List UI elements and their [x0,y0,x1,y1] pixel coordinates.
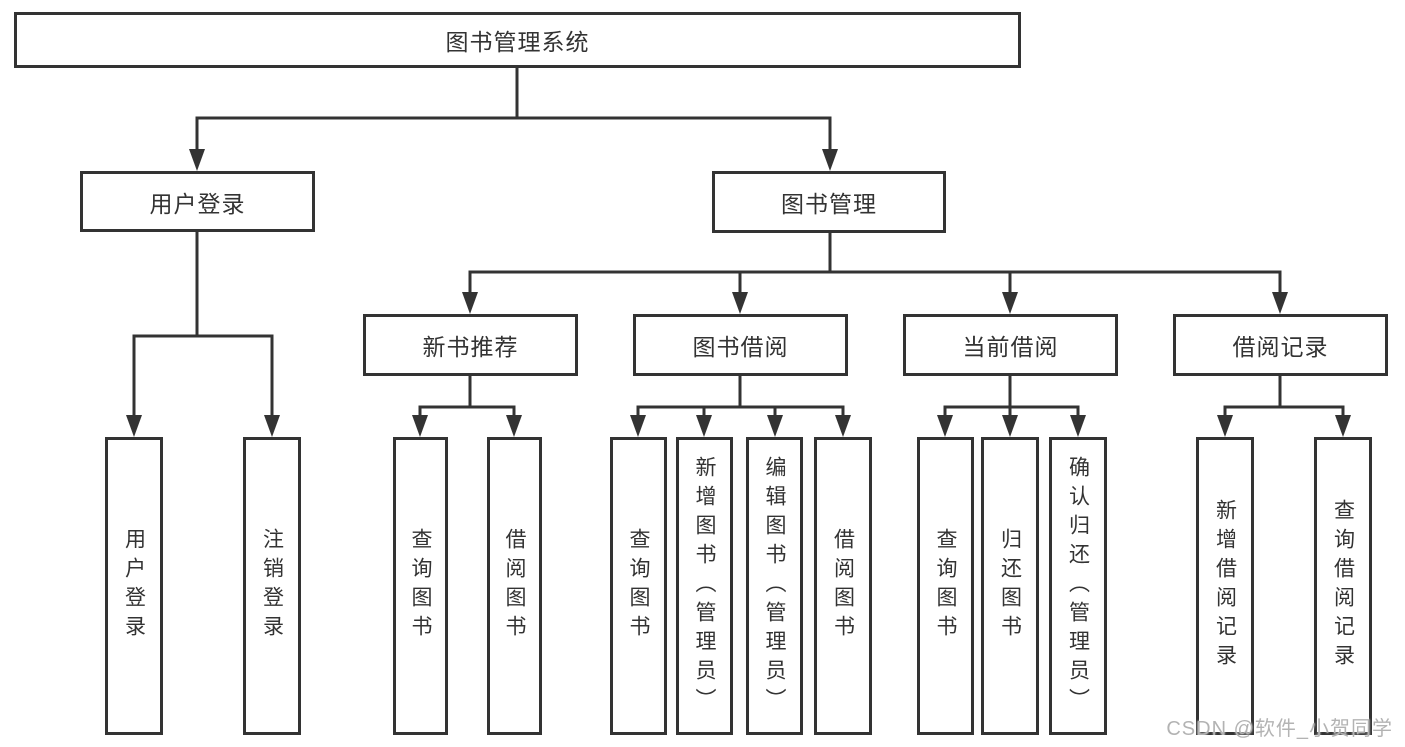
node-user-login: 用户登录 [80,171,315,232]
node-label: 用户登录 [149,190,246,217]
node-current-borrowing: 当前借阅 [903,314,1118,376]
node-label: 图书管理 [781,191,877,217]
leaf-cb-confirm-return-admin: 确认归还（管理员） [1049,437,1107,735]
node-label: 确认归还（管理员） [1066,455,1090,717]
leaf-nb-query-books: 查询图书 [393,437,448,735]
node-label: 查询图书 [627,528,650,644]
leaf-cb-query-books: 查询图书 [917,437,974,735]
leaf-user-login: 用户登录 [105,437,163,735]
node-borrowing-records: 借阅记录 [1173,314,1388,376]
node-root: 图书管理系统 [14,12,1021,68]
leaf-logout: 注销登录 [243,437,301,735]
node-label: 注销登录 [260,528,284,644]
node-book-management: 图书管理 [712,171,946,233]
leaf-nb-borrow-books: 借阅图书 [487,437,542,735]
node-label: 借阅图书 [503,528,526,644]
node-label: 借阅图书 [831,528,855,644]
node-label: 新增图书（管理员） [693,455,716,717]
node-label: 新书推荐 [422,334,519,360]
node-label: 图书管理系统 [445,29,590,55]
node-label: 编辑图书（管理员） [763,455,786,717]
node-label: 查询图书 [409,528,432,644]
node-new-book-recommend: 新书推荐 [363,314,578,376]
node-label: 当前借阅 [962,334,1059,360]
leaf-br-query-record: 查询借阅记录 [1314,437,1372,735]
leaf-bb-borrow-books: 借阅图书 [814,437,872,735]
leaf-bb-edit-books-admin: 编辑图书（管理员） [746,437,803,735]
watermark: CSDN @软件_小贺同学 [1166,718,1393,740]
node-label: 借阅记录 [1232,334,1329,360]
node-label: 查询图书 [934,528,957,644]
node-label: 新增借阅记录 [1213,499,1237,673]
node-label: 用户登录 [122,528,146,644]
leaf-bb-query-books: 查询图书 [610,437,667,735]
node-label: 查询借阅记录 [1331,499,1355,673]
leaf-br-add-record: 新增借阅记录 [1196,437,1254,735]
node-book-borrowing: 图书借阅 [633,314,848,376]
leaf-bb-add-books-admin: 新增图书（管理员） [676,437,733,735]
leaf-cb-return-books: 归还图书 [981,437,1039,735]
node-label: 图书借阅 [692,334,789,360]
node-label: 归还图书 [998,528,1022,644]
